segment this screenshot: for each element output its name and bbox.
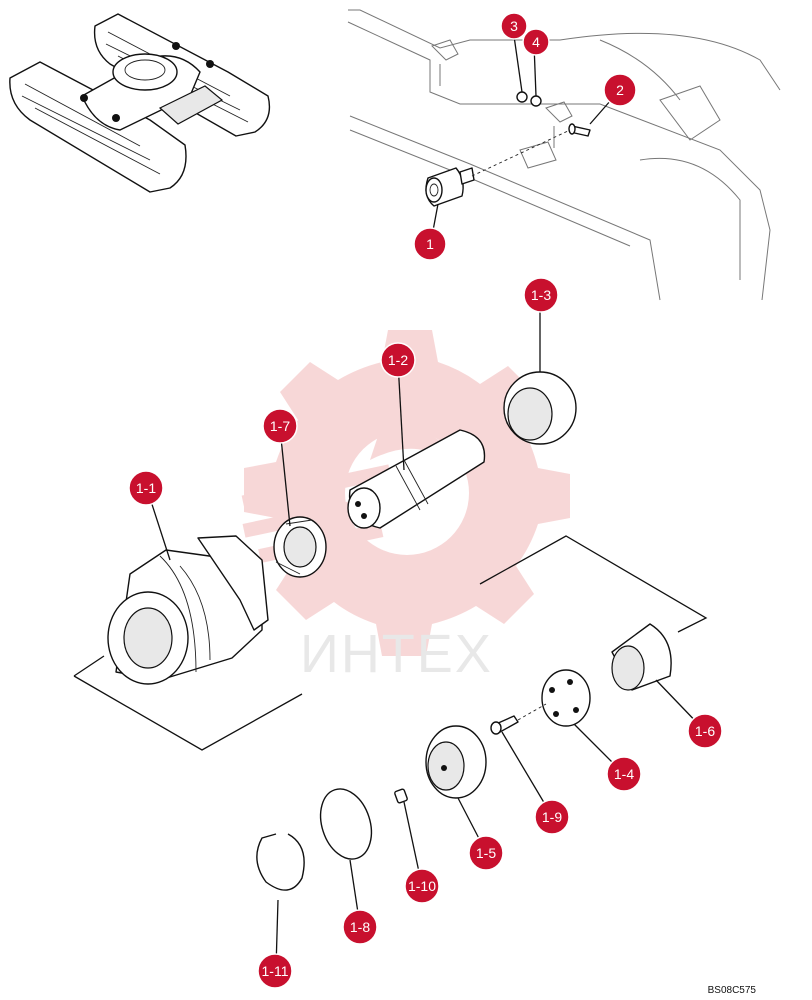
callout-1-7: 1-7 bbox=[262, 408, 298, 444]
part-1-9-bolt bbox=[490, 703, 547, 735]
callout-2: 2 bbox=[603, 73, 637, 107]
callout-1-8: 1-8 bbox=[342, 909, 378, 945]
svg-text:3: 3 bbox=[510, 18, 518, 34]
svg-text:1-10: 1-10 bbox=[408, 878, 436, 894]
svg-text:1-11: 1-11 bbox=[262, 963, 289, 979]
part-1-3-bushing bbox=[503, 371, 577, 445]
callout-1-9: 1-9 bbox=[534, 799, 570, 835]
figure-code: BS08C575 bbox=[707, 985, 756, 996]
svg-text:1-2: 1-2 bbox=[388, 352, 408, 368]
part-1-10-plug bbox=[394, 788, 408, 804]
track-bolt-icon bbox=[112, 114, 120, 122]
watermark-text: ИНТЕХ bbox=[300, 624, 493, 684]
track-bolt-icon bbox=[80, 94, 88, 102]
part-1-11-snap-ring bbox=[256, 833, 305, 891]
track-bolt-icon bbox=[172, 42, 180, 50]
callout-3: 3 bbox=[500, 12, 528, 40]
callout-1-2: 1-2 bbox=[380, 342, 416, 378]
callout-4: 4 bbox=[522, 28, 550, 56]
svg-text:1-7: 1-7 bbox=[270, 418, 290, 434]
svg-text:1-9: 1-9 bbox=[542, 809, 562, 825]
callout-1-6: 1-6 bbox=[687, 713, 723, 749]
callout-1-1: 1-1 bbox=[128, 470, 164, 506]
part-1-carrier-roller-small bbox=[425, 167, 475, 207]
callout-1: 1 bbox=[413, 227, 447, 261]
svg-text:2: 2 bbox=[616, 82, 624, 98]
frame-detail bbox=[347, 9, 781, 301]
svg-text:1-1: 1-1 bbox=[136, 480, 156, 496]
callout-1-4: 1-4 bbox=[606, 756, 642, 792]
part-2-bolt bbox=[568, 123, 591, 137]
svg-text:1-8: 1-8 bbox=[350, 919, 370, 935]
callout-1-10: 1-10 bbox=[404, 868, 440, 904]
callout-1-11: 1-11 bbox=[257, 953, 293, 989]
part-1-1-roller-body bbox=[107, 535, 269, 685]
undercarriage-overview bbox=[9, 13, 271, 193]
callout-1-5: 1-5 bbox=[468, 835, 504, 871]
svg-text:1: 1 bbox=[426, 236, 434, 252]
part-1-7-seal bbox=[273, 516, 327, 578]
part-1-2-shaft bbox=[347, 429, 486, 529]
callout-1-3: 1-3 bbox=[523, 277, 559, 313]
assembly-bracket-1-6 bbox=[479, 535, 708, 633]
svg-text:1-5: 1-5 bbox=[476, 845, 496, 861]
part-3-nut bbox=[516, 91, 528, 103]
part-4-washer bbox=[530, 95, 542, 107]
svg-text:4: 4 bbox=[532, 34, 540, 50]
svg-text:1-4: 1-4 bbox=[614, 766, 634, 782]
svg-text:1-6: 1-6 bbox=[695, 723, 715, 739]
part-1-5-end-collar bbox=[425, 725, 487, 799]
track-bolt-icon bbox=[206, 60, 214, 68]
part-1-4-cover bbox=[541, 669, 591, 727]
assembly-bracket-1-1 bbox=[73, 655, 303, 751]
svg-text:1-3: 1-3 bbox=[531, 287, 551, 303]
part-1-8-o-ring bbox=[319, 788, 373, 860]
part-1-6-collar bbox=[611, 623, 672, 691]
